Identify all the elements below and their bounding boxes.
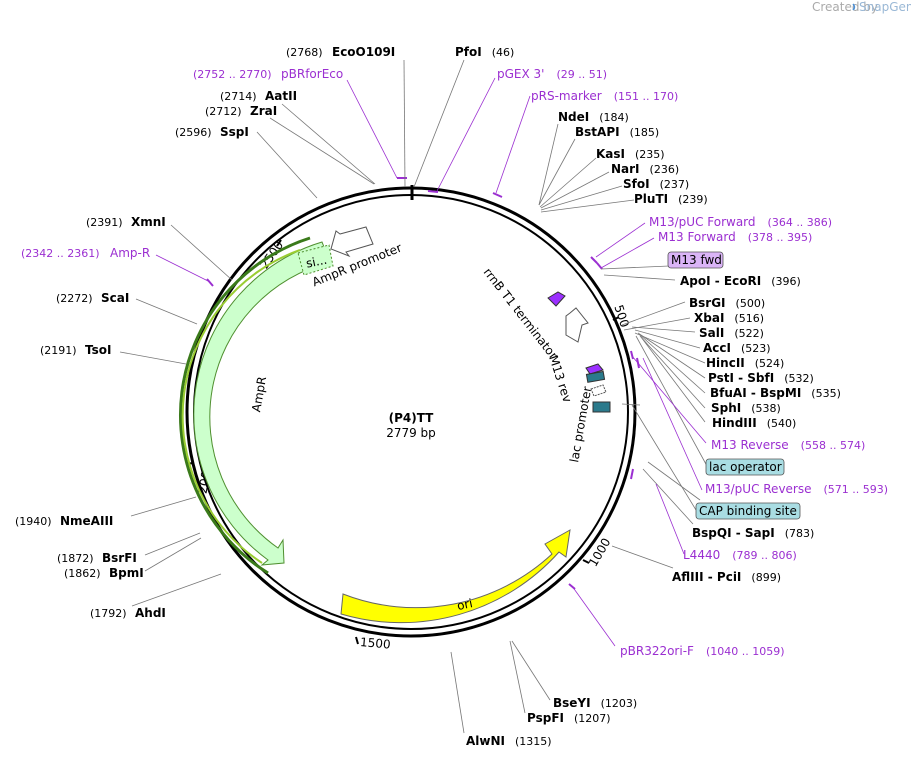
watermark-brand: SnapGene — [859, 0, 911, 14]
ampr-promoter-arrow[interactable] — [330, 226, 374, 258]
primer-pbr322ori-f[interactable]: pBR322ori-F(1040 .. 1059) — [620, 644, 785, 658]
plasmid-name: (P4)TT — [389, 411, 435, 425]
ampr-label: AmpR — [249, 375, 269, 413]
leader-lines — [119, 59, 708, 734]
m13-primer-marker[interactable] — [585, 363, 604, 375]
ori-arrow[interactable] — [340, 529, 571, 624]
enzyme-hincii[interactable]: HincII(524) — [706, 356, 784, 370]
enzyme-bpmi[interactable]: (1862)BpmI — [64, 566, 144, 580]
enzyme-tsoi[interactable]: (2191)TsoI — [40, 343, 111, 357]
enzyme-alwni[interactable]: AlwNI(1315) — [466, 734, 552, 748]
enzyme-nmeaiii[interactable]: (1940)NmeAIII — [15, 514, 113, 528]
enzyme-bstapi[interactable]: BstAPI(185) — [575, 125, 659, 139]
tick-label-500: 500 — [611, 303, 631, 329]
enzyme-bspqi-sapi[interactable]: BspQI - SapI(783) — [692, 526, 814, 540]
enzyme-zrai[interactable]: (2712)ZraI — [205, 104, 277, 118]
primer-labels: (2752 .. 2770)pBRforEco pGEX 3'(29 .. 51… — [21, 67, 888, 658]
primer-m13-reverse[interactable]: M13 Reverse(558 .. 574) — [711, 438, 865, 452]
enzyme-bseyi[interactable]: BseYI(1203) — [553, 696, 637, 710]
enzyme-ahdi[interactable]: (1792)AhdI — [90, 606, 166, 620]
tick-label-1500: 1500 — [360, 635, 392, 652]
primer-pgex3[interactable]: pGEX 3'(29 .. 51) — [497, 67, 607, 81]
enzyme-scai[interactable]: (2272)ScaI — [56, 291, 129, 305]
ampr-arrow[interactable] — [193, 241, 331, 566]
enzyme-aatii[interactable]: (2714)AatII — [220, 89, 297, 103]
snapgene-logo-icon — [852, 3, 856, 11]
enzyme-bfuai-bspmi[interactable]: BfuAI - BspMI(535) — [710, 386, 841, 400]
tick-label-1000: 1000 — [586, 536, 613, 569]
primer-amp-r[interactable]: (2342 .. 2361)Amp-R — [21, 246, 150, 260]
pill-cap-binding-site-label: CAP binding site — [699, 504, 797, 518]
enzyme-afliii-pcii[interactable]: AflIII - PciI(899) — [672, 570, 781, 584]
enzyme-acci[interactable]: AccI(523) — [703, 341, 771, 355]
signal-label: si... — [305, 253, 328, 271]
enzyme-sphi[interactable]: SphI(538) — [711, 401, 781, 415]
pill-lac-operator[interactable]: lac operator — [705, 458, 785, 476]
primer-prs-marker[interactable]: pRS-marker(151 .. 170) — [531, 89, 678, 103]
enzyme-bsrfi[interactable]: (1872)BsrFI — [57, 551, 137, 565]
enzyme-hindiii[interactable]: HindIII(540) — [712, 416, 796, 430]
ori-label: ori — [456, 596, 474, 613]
watermark-created-by: Created by — [812, 0, 878, 14]
cap-binding-block[interactable] — [592, 401, 611, 413]
enzyme-pluti[interactable]: PluTI(239) — [634, 192, 708, 206]
rrnb-terminator-marker[interactable] — [547, 291, 566, 307]
enzyme-bsrgi[interactable]: BsrGI(500) — [689, 296, 765, 310]
primer-leader-lines — [155, 77, 707, 647]
ampr-highlight — [181, 249, 301, 564]
m13-rev-label: M13 rev — [546, 354, 574, 405]
enzyme-sspi[interactable]: (2596)SspI — [175, 125, 249, 139]
primer-m13-puc-forward[interactable]: M13/pUC Forward(364 .. 386) — [649, 215, 832, 229]
enzyme-sfoi[interactable]: SfoI(237) — [623, 177, 689, 191]
pill-lac-operator-label: lac operator — [709, 460, 782, 474]
enzyme-kasi[interactable]: KasI(235) — [596, 147, 665, 161]
enzyme-xmni[interactable]: (2391)XmnI — [86, 215, 166, 229]
enzyme-sali[interactable]: SalI(522) — [699, 326, 764, 340]
rrnb-terminator-label: rrnB T1 terminator — [481, 265, 561, 362]
primer-pbrforeco[interactable]: (2752 .. 2770)pBRforEco — [193, 67, 343, 81]
enzyme-pfoi[interactable]: PfoI(46) — [455, 45, 514, 59]
enzyme-apoi-ecori[interactable]: ApoI - EcoRI(396) — [680, 274, 801, 288]
enzyme-xbai[interactable]: XbaI(516) — [694, 311, 764, 325]
primer-m13-puc-reverse[interactable]: M13/pUC Reverse(571 .. 593) — [705, 482, 888, 496]
primer-marks — [206, 177, 640, 590]
pill-cap-binding-site[interactable]: CAP binding site — [695, 502, 801, 520]
pill-m13-fwd-label: M13 fwd — [671, 253, 722, 267]
plasmid-length: 2779 bp — [386, 426, 436, 440]
ampr-cds-line — [178, 236, 311, 575]
pill-m13-fwd[interactable]: M13 fwd — [667, 251, 724, 269]
enzyme-labels: (2768)EcoO109I PfoI(46) (2714)AatII (271… — [15, 45, 841, 748]
enzyme-ndei[interactable]: NdeI(184) — [558, 110, 629, 124]
enzyme-ecoo109i[interactable]: (2768)EcoO109I — [286, 45, 395, 59]
enzyme-psti-sbfi[interactable]: PstI - SbfI(532) — [708, 371, 814, 385]
m13-rev-arrow[interactable] — [565, 307, 589, 343]
lac-promoter-arrow[interactable] — [590, 384, 607, 397]
enzyme-pspfi[interactable]: PspFI(1207) — [527, 711, 611, 725]
enzyme-nari[interactable]: NarI(236) — [611, 162, 679, 176]
primer-l4440[interactable]: L4440(789 .. 806) — [683, 548, 797, 562]
lac-operator-block[interactable] — [585, 370, 606, 383]
signal-peptide-feature[interactable]: si... — [297, 244, 334, 276]
primer-m13-forward[interactable]: M13 Forward(378 .. 395) — [658, 230, 812, 244]
